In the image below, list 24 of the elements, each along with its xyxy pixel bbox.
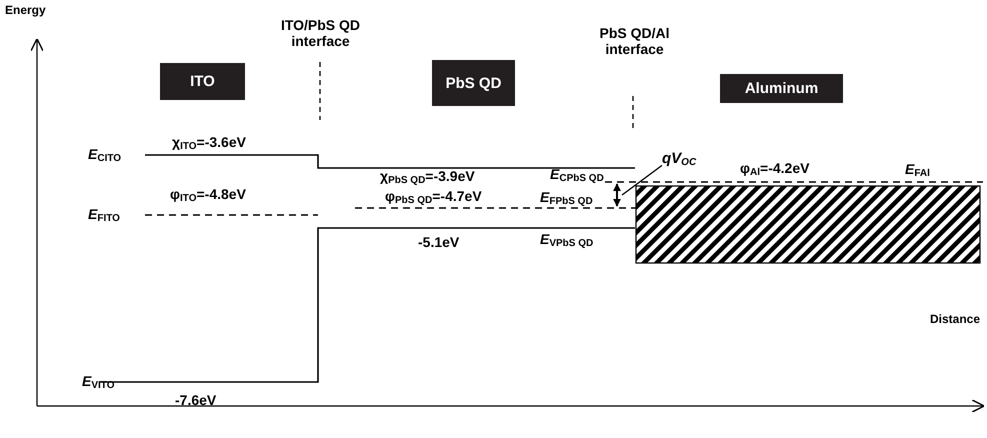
material-box: ITO [160,63,245,100]
work-function-label: χ$_{PbS QD}$=-3.9eV [380,168,475,186]
interface-label: PbS QD/Al interface [598,25,670,58]
work-function-label: φ$_{ITO}$=-4.8eV [170,186,246,204]
material-box: PbS QD [432,60,515,106]
energy-level-label: E$_{VPbS QD}$ [540,231,594,250]
leader-line [622,164,662,196]
energy-level-label: E$_{FITO}$ [88,206,120,224]
energy-level-label: E$_{CITO}$ [88,146,122,164]
axis-title: Distance [930,313,980,327]
energy-level-label: E$_{FAl}$ [905,161,930,180]
energy-value-label: -7.6eV [175,392,216,408]
energy-level-label: E$_{CPbS QD}$ [550,166,604,184]
double-arrow [613,183,621,207]
work-function-label: χ$_{ITO}$=-3.6eV [172,134,246,152]
energy-value-label: -5.1eV [418,234,460,250]
work-function-label: φ$_{Al}$=-4.2eV [740,160,810,178]
hatched-metal-block [635,185,981,264]
interface-label: ITO/PbS QD interface [280,17,362,50]
energy-level-label: E$_{FPbS QD}$ [540,189,593,208]
work-function-label: φ$_{PbS QD}$=-4.7eV [385,188,482,206]
material-box: Aluminum [720,74,843,103]
axis-title: Energy [5,4,46,18]
voltage-label: qV$_{OC}$ [662,150,696,168]
